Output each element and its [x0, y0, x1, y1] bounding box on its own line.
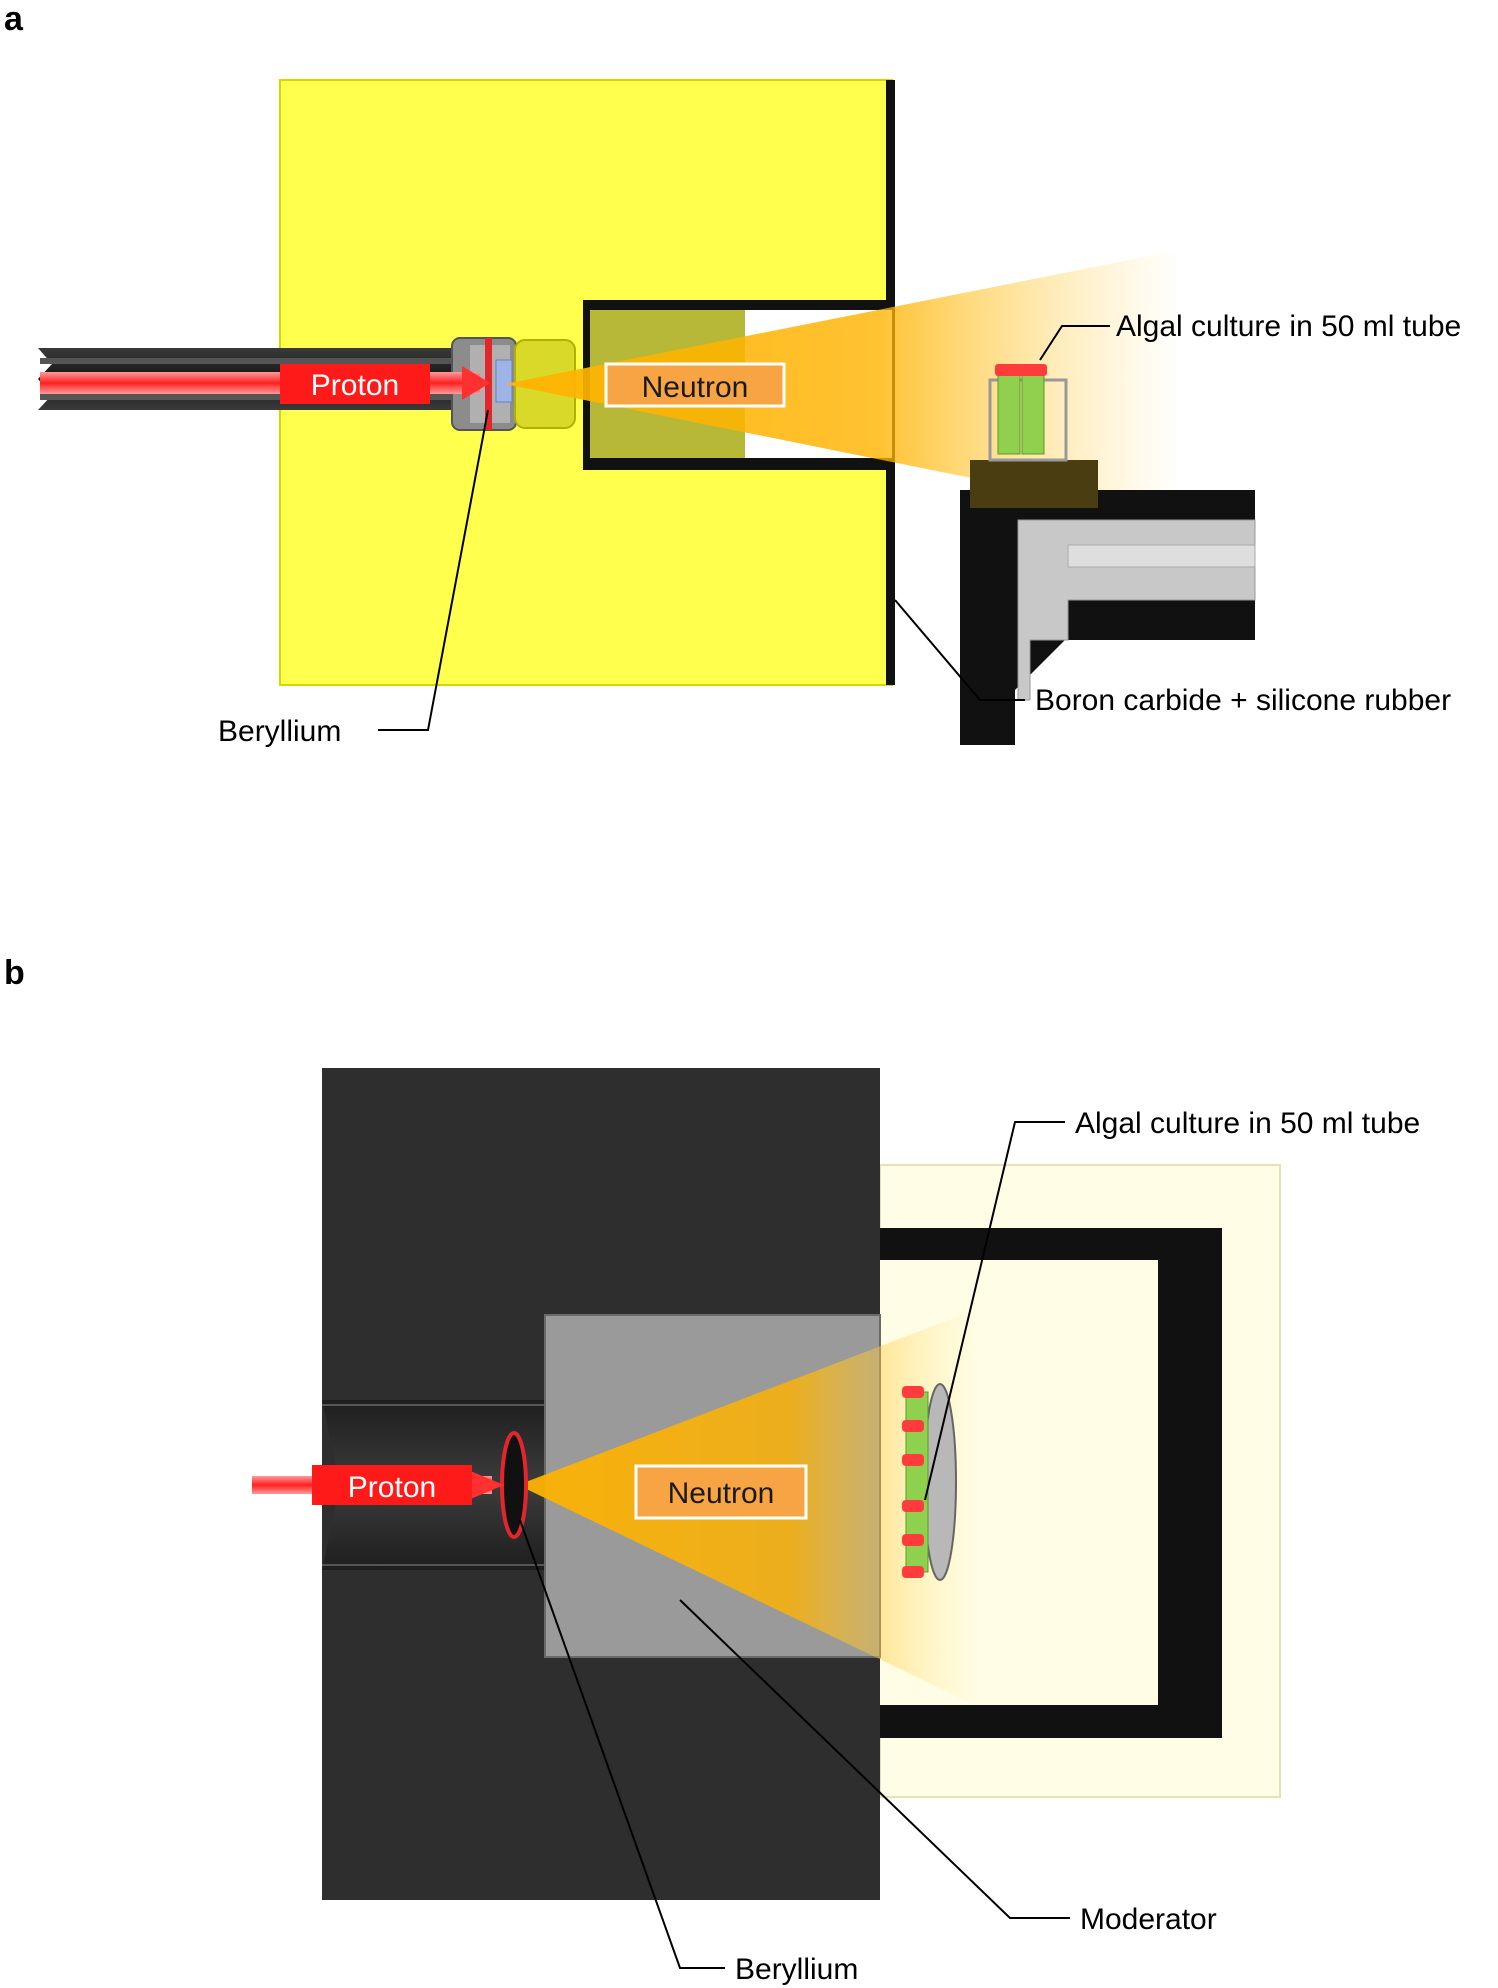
moderator-label: Moderator — [1080, 1903, 1217, 1936]
algal-tubes-b — [902, 1383, 957, 1581]
algal-label-b: Algal culture in 50 ml tube — [1075, 1107, 1420, 1140]
proton-label: Proton — [311, 369, 399, 402]
proton-arrow — [40, 364, 490, 404]
beryllium-leader-a — [378, 409, 489, 731]
neutron-label-b: Neutron — [668, 1477, 775, 1510]
proton-label-b: Proton — [348, 1471, 436, 1504]
algal-leader — [1039, 325, 1110, 361]
proton-arrow-b — [252, 1465, 504, 1505]
neutron-label-box-b — [634, 1464, 808, 1520]
moderator-leader — [679, 1599, 1070, 1919]
panel-b-letter: b — [4, 954, 25, 992]
beryllium-leader-b — [519, 1519, 725, 1969]
algal-label-a: Algal culture in 50 ml tube — [1116, 310, 1461, 343]
sample-block — [970, 460, 1098, 508]
neutron-label-box — [604, 362, 786, 408]
beryllium-disk — [500, 1431, 528, 1539]
beryllium-label-b: Beryllium — [735, 1953, 858, 1986]
boron-label: Boron carbide + silicone rubber — [1035, 684, 1451, 717]
panel-b: b Proton Neutron — [4, 954, 1420, 1986]
panel-a: a Proto — [4, 0, 1461, 748]
beryllium-label-a: Beryllium — [218, 715, 341, 748]
beryllium-target — [485, 338, 492, 430]
algal-leader-b — [924, 1121, 1065, 1501]
panel-a-letter: a — [4, 0, 24, 38]
algal-tubes — [988, 364, 1068, 462]
neutron-label: Neutron — [642, 371, 749, 404]
boron-leader — [894, 599, 1025, 701]
